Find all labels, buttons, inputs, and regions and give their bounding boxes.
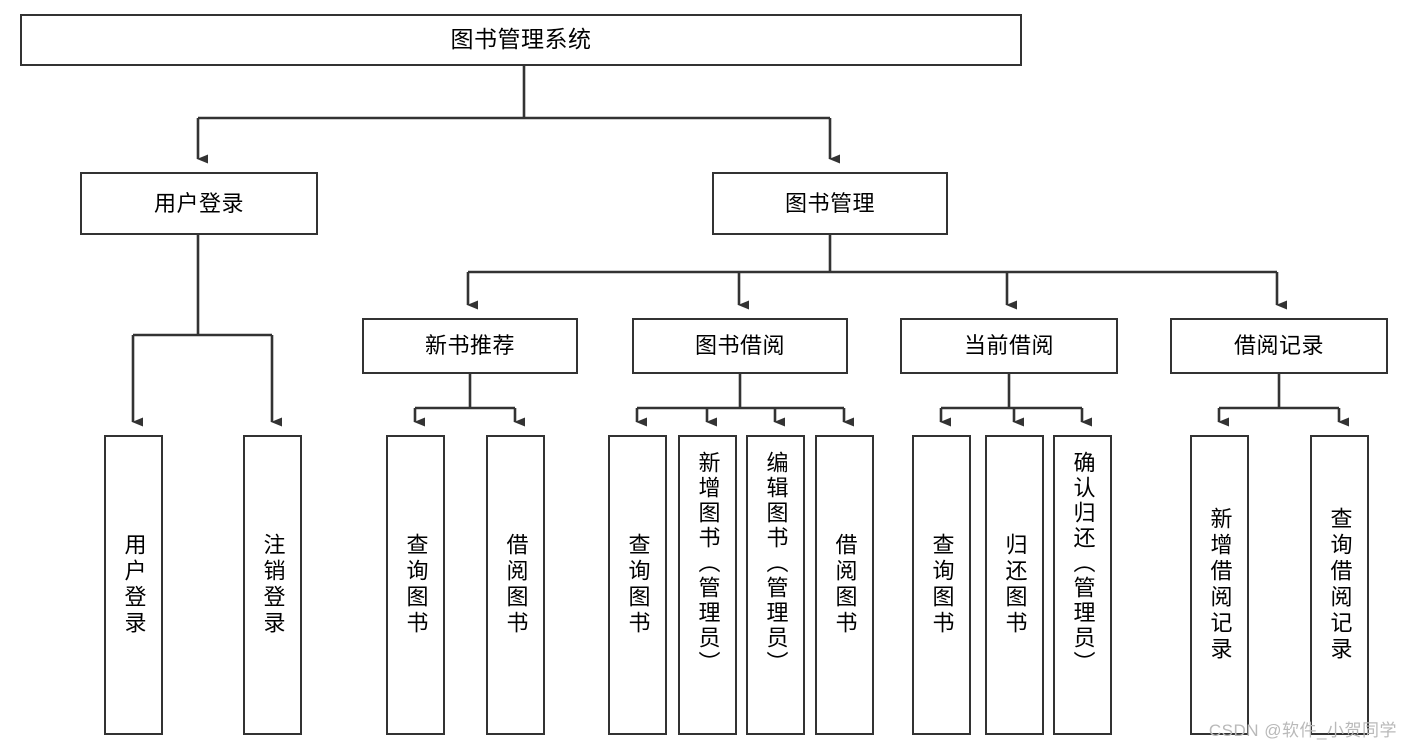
leaf-confirm-return-admin-label: 确认归还（管理员） xyxy=(1070,451,1096,676)
node-new-book-recommend[interactable]: 新书推荐 xyxy=(362,318,578,374)
node-root[interactable]: 图书管理系统 xyxy=(20,14,1022,66)
leaf-borrow-book-recommend-label: 借阅图书 xyxy=(503,533,529,637)
leaf-add-borrow-record-label: 新增借阅记录 xyxy=(1207,507,1233,663)
node-book-management[interactable]: 图书管理 xyxy=(712,172,948,235)
node-user-login-label: 用户登录 xyxy=(153,190,244,216)
leaf-query-borrow-record[interactable]: 查询借阅记录 xyxy=(1310,435,1369,735)
leaf-add-borrow-record[interactable]: 新增借阅记录 xyxy=(1190,435,1249,735)
leaf-edit-book-admin[interactable]: 编辑图书（管理员） xyxy=(746,435,805,735)
leaf-query-book-current[interactable]: 查询图书 xyxy=(912,435,971,735)
node-borrow-record[interactable]: 借阅记录 xyxy=(1170,318,1388,374)
leaf-add-book-admin-label: 新增图书（管理员） xyxy=(695,451,721,676)
leaf-query-book-current-label: 查询图书 xyxy=(929,533,955,637)
leaf-query-book-borrow[interactable]: 查询图书 xyxy=(608,435,667,735)
csdn-watermark: CSDN @软件_小贺同学 xyxy=(1208,721,1397,740)
leaf-return-book-label: 归还图书 xyxy=(1002,533,1028,637)
leaf-logout-login[interactable]: 注销登录 xyxy=(243,435,302,735)
node-current-borrow[interactable]: 当前借阅 xyxy=(900,318,1118,374)
node-borrow-record-label: 借阅记录 xyxy=(1233,333,1324,359)
node-current-borrow-label: 当前借阅 xyxy=(963,333,1054,359)
leaf-confirm-return-admin[interactable]: 确认归还（管理员） xyxy=(1053,435,1112,735)
node-book-management-label: 图书管理 xyxy=(784,190,875,216)
node-book-borrow-label: 图书借阅 xyxy=(694,333,785,359)
leaf-borrow-book-label: 借阅图书 xyxy=(832,533,858,637)
leaf-edit-book-admin-label: 编辑图书（管理员） xyxy=(763,451,789,676)
node-new-book-recommend-label: 新书推荐 xyxy=(424,333,515,359)
leaf-query-book-recommend[interactable]: 查询图书 xyxy=(386,435,445,735)
node-root-label: 图书管理系统 xyxy=(450,26,592,53)
leaf-return-book[interactable]: 归还图书 xyxy=(985,435,1044,735)
leaf-query-borrow-record-label: 查询借阅记录 xyxy=(1327,507,1353,663)
leaf-add-book-admin[interactable]: 新增图书（管理员） xyxy=(678,435,737,735)
leaf-borrow-book[interactable]: 借阅图书 xyxy=(815,435,874,735)
leaf-user-login[interactable]: 用户登录 xyxy=(104,435,163,735)
leaf-borrow-book-recommend[interactable]: 借阅图书 xyxy=(486,435,545,735)
leaf-query-book-borrow-label: 查询图书 xyxy=(625,533,651,637)
leaf-user-login-label: 用户登录 xyxy=(121,533,147,637)
leaf-logout-login-label: 注销登录 xyxy=(260,533,286,637)
node-user-login[interactable]: 用户登录 xyxy=(80,172,318,235)
leaf-query-book-recommend-label: 查询图书 xyxy=(403,533,429,637)
node-book-borrow[interactable]: 图书借阅 xyxy=(632,318,848,374)
